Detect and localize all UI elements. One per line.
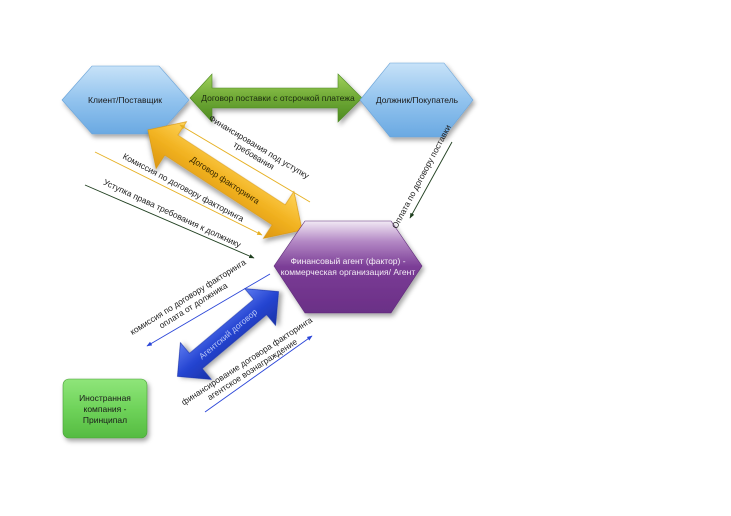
assignment-flow-arrow — [84, 184, 255, 259]
principal-label-line3: Принципал — [83, 415, 127, 425]
financial-agent-label-line2: коммерческая организация/ Агент — [281, 267, 416, 277]
client-label: Клиент/Поставщик — [88, 95, 162, 105]
principal-label-line2: компания - — [84, 404, 127, 414]
commission-payment-flow-arrow — [146, 273, 271, 347]
payment-flow-label: Оплата по договору поставки — [390, 123, 453, 230]
debtor-label: Должник/Покупатель — [376, 95, 459, 105]
financing-reward-flow-arrow — [204, 335, 313, 413]
financial-agent-label-line1: Финансовый агент (фактор) - — [290, 256, 405, 266]
supply-contract-label: Договор поставки с отсрочкой платежа — [201, 93, 355, 103]
financing-flow-arrow — [179, 124, 311, 203]
payment-flow-arrow — [409, 141, 453, 219]
debtor-node — [359, 62, 474, 138]
financial-agent-node — [273, 220, 423, 314]
principal-node — [62, 378, 148, 439]
principal-label-line1: Иностранная — [79, 393, 131, 403]
client-node — [61, 65, 190, 135]
commission-flow-arrow — [94, 151, 263, 236]
